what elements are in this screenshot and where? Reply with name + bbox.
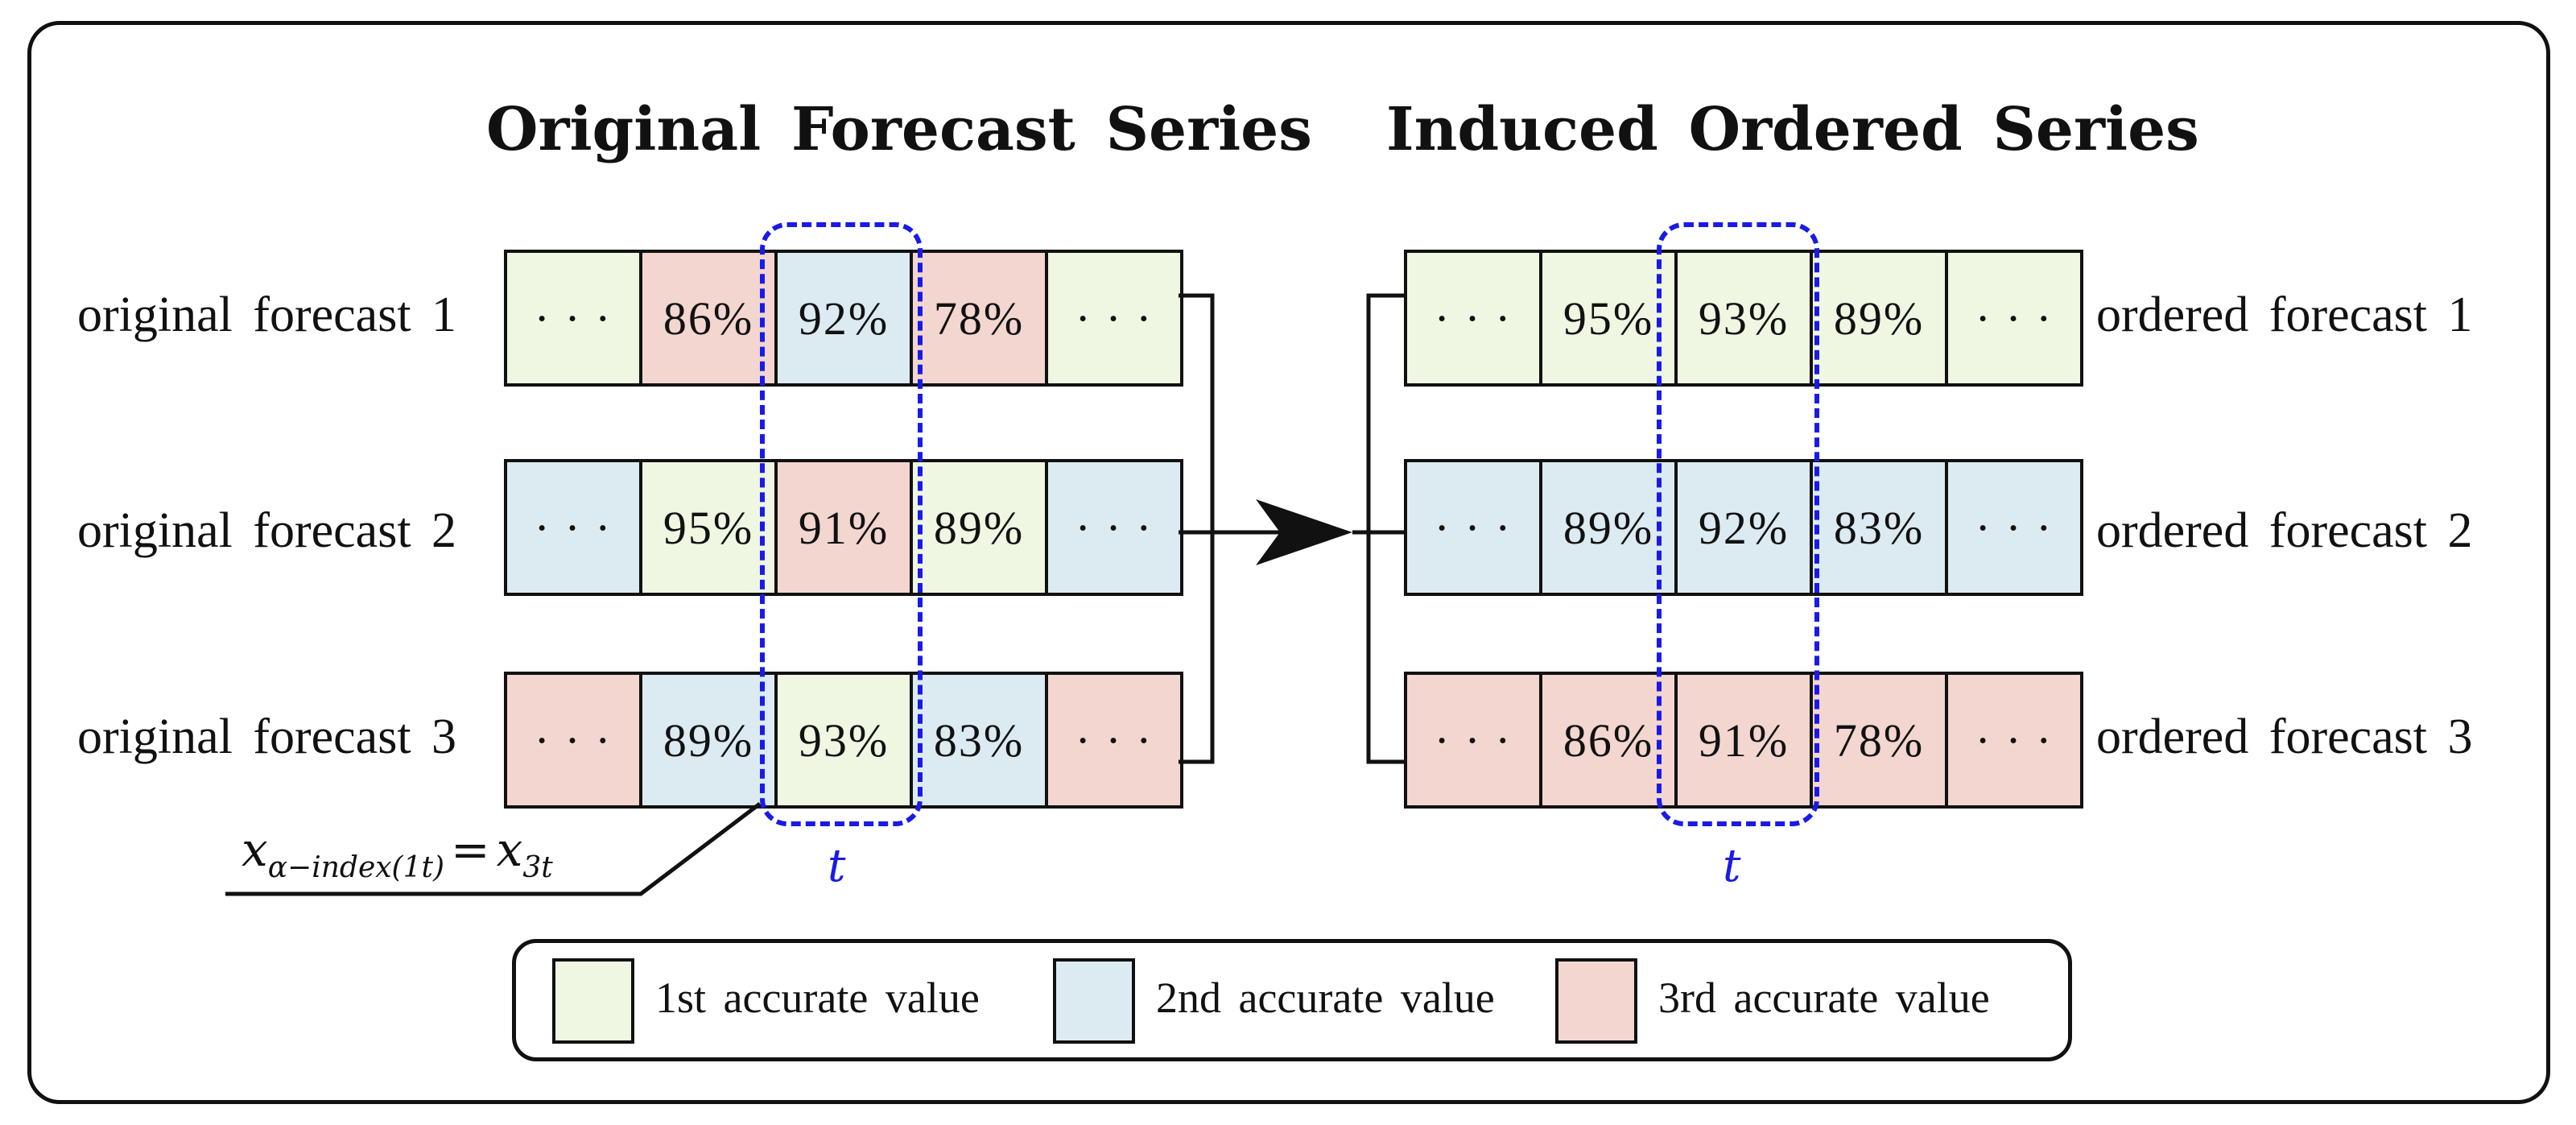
left-panel-title: Original Forecast Series bbox=[486, 95, 1312, 164]
formula-lhs-subscript: α−index(1t) bbox=[267, 851, 445, 884]
left-cell-r2-c3: 91% bbox=[774, 459, 913, 596]
formula-rhs: x bbox=[496, 822, 523, 877]
right-cell-r3-c3: 91% bbox=[1674, 672, 1813, 809]
legend-swatch-1st bbox=[552, 958, 634, 1044]
legend-label-1st: 1st accurate value bbox=[655, 974, 980, 1022]
right-t-label: t bbox=[1723, 840, 1741, 892]
left-cell-r1-c3: 92% bbox=[774, 250, 913, 387]
left-highlight-column bbox=[760, 222, 923, 826]
right-cell-r1-c2: 95% bbox=[1539, 250, 1678, 387]
left-row-label-1: original forecast 1 bbox=[77, 287, 457, 342]
alpha-index-formula: xα−index(1t)=x3t bbox=[242, 826, 553, 883]
right-panel-title: Induced Ordered Series bbox=[1386, 95, 2199, 164]
legend bbox=[512, 939, 2072, 1061]
legend-swatch-2nd bbox=[1053, 958, 1135, 1044]
left-cell-r1-c5: · · · bbox=[1045, 250, 1183, 387]
arrow-head bbox=[1256, 499, 1352, 565]
left-cell-r3-c5: · · · bbox=[1045, 672, 1183, 809]
right-bracket bbox=[1366, 293, 1406, 764]
right-cell-r3-c2: 86% bbox=[1539, 672, 1678, 809]
outer-frame bbox=[27, 21, 2550, 1104]
left-cell-r1-c2: 86% bbox=[639, 250, 778, 387]
legend-label-3rd: 3rd accurate value bbox=[1658, 974, 1990, 1022]
left-cell-r3-c4: 83% bbox=[910, 672, 1048, 809]
left-row-label-3: original forecast 3 bbox=[77, 709, 457, 764]
formula-lhs: x bbox=[242, 822, 268, 877]
left-t-label: t bbox=[828, 840, 846, 892]
formula-rhs-subscript: 3t bbox=[522, 851, 553, 884]
left-cell-r3-c3: 93% bbox=[774, 672, 913, 809]
left-cell-r2-c2: 95% bbox=[639, 459, 778, 596]
right-cell-r2-c2: 89% bbox=[1539, 459, 1678, 596]
left-cell-r2-c5: · · · bbox=[1045, 459, 1183, 596]
legend-label-2nd: 2nd accurate value bbox=[1156, 974, 1495, 1022]
left-cell-r1-c4: 78% bbox=[910, 250, 1048, 387]
right-cell-r1-c1: · · · bbox=[1404, 250, 1542, 387]
left-cell-r3-c1: · · · bbox=[504, 672, 642, 809]
right-highlight-column bbox=[1657, 222, 1819, 826]
right-cell-r3-c1: · · · bbox=[1404, 672, 1542, 809]
left-row-label-2: original forecast 2 bbox=[77, 503, 457, 558]
formula-leader-line bbox=[225, 802, 762, 896]
right-row-label-2: ordered forecast 2 bbox=[2096, 503, 2473, 558]
formula-equals: = bbox=[451, 822, 490, 877]
right-cell-r1-c3: 93% bbox=[1674, 250, 1813, 387]
legend-swatch-3rd bbox=[1555, 958, 1637, 1044]
right-cell-r2-c5: · · · bbox=[1945, 459, 2083, 596]
right-row-label-3: ordered forecast 3 bbox=[2096, 709, 2473, 764]
right-cell-r1-c5: · · · bbox=[1945, 250, 2083, 387]
left-bracket bbox=[1179, 293, 1215, 764]
right-cell-r3-c5: · · · bbox=[1945, 672, 2083, 809]
right-row-label-1: ordered forecast 1 bbox=[2096, 287, 2473, 342]
